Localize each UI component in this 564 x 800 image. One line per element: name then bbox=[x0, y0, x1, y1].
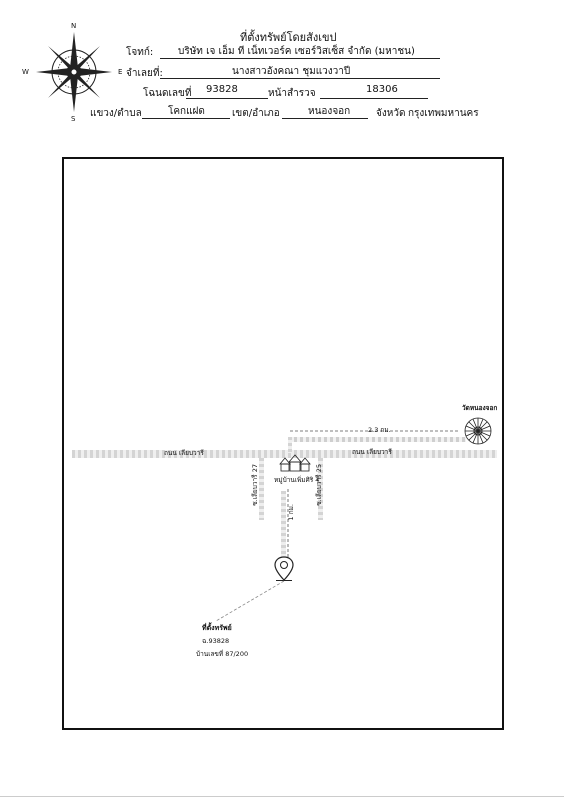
deed-underline bbox=[186, 98, 268, 99]
compass-rose: N S W E bbox=[22, 22, 123, 123]
survey-value: 18306 bbox=[366, 84, 398, 95]
district-label: เขต/อำเภอ bbox=[232, 108, 280, 119]
district-underline bbox=[282, 118, 368, 119]
soi-27-road bbox=[259, 458, 264, 520]
bottom-divider bbox=[0, 796, 564, 797]
map-frame: 2.3 กม. วัดหนองจอก ถนน เลียบวารี ถนน เลี… bbox=[62, 157, 504, 730]
temple-icon bbox=[464, 417, 492, 445]
temple-label: วัดหนองจอก bbox=[462, 404, 498, 412]
village-label: หมู่บ้านเพิ่มศิริ 4 bbox=[274, 476, 320, 484]
province-value: กรุงเทพมหานคร bbox=[408, 108, 479, 119]
customer-value: บริษัท เจ เอ็ม ที เน็ทเวอร์ค เซอร์วิสเซ็… bbox=[178, 46, 415, 57]
compass-n: N bbox=[71, 22, 77, 30]
survey-label: หน้าสำรวจ bbox=[268, 88, 316, 99]
soi-access-road bbox=[281, 491, 286, 571]
soi-25-road bbox=[318, 458, 323, 520]
deed-value: 93828 bbox=[206, 84, 238, 95]
location-pin-icon bbox=[274, 556, 294, 581]
debtor-label: จำเลยที่: bbox=[126, 68, 163, 79]
province-label: จังหวัด bbox=[376, 108, 406, 119]
property-label: ที่ตั้งทรัพย์ bbox=[202, 624, 232, 632]
compass-s: S bbox=[71, 115, 76, 123]
temple-road-connector bbox=[288, 437, 292, 453]
main-road bbox=[72, 450, 497, 458]
customer-label: โจทก์: bbox=[126, 47, 154, 58]
page-title: ที่ตั้งทรัพย์โดยสังเขป bbox=[240, 31, 337, 44]
debtor-underline bbox=[160, 78, 440, 79]
leader-line bbox=[215, 580, 285, 622]
district-value: หนองจอก bbox=[308, 106, 351, 117]
distance-temple-label: 2.3 กม. bbox=[368, 426, 391, 434]
subdistrict-label: แขวง/ตำบล bbox=[90, 108, 142, 119]
compass-w: W bbox=[22, 68, 29, 76]
soi-27-label: ซ.เลียบวารี 27 bbox=[251, 464, 259, 506]
deed-label: โฉนดเลขที่ bbox=[143, 88, 192, 99]
compass-rose-icon bbox=[36, 32, 112, 112]
road-label-right: ถนน เลียบวารี bbox=[352, 448, 392, 456]
customer-underline bbox=[160, 58, 440, 59]
subdistrict-value: โคกแฝด bbox=[168, 106, 205, 117]
distance-line-soi bbox=[287, 489, 289, 561]
compass-e: E bbox=[118, 68, 123, 76]
temple-road bbox=[288, 437, 466, 442]
survey-underline bbox=[320, 98, 428, 99]
property-house: บ้านเลขที่ 87/200 bbox=[196, 650, 249, 658]
property-deed: ฉ.93828 bbox=[202, 637, 230, 645]
distance-line-temple bbox=[290, 430, 460, 432]
village-icon bbox=[279, 454, 311, 472]
debtor-value: นางสาวอังคณา ชุมแวงวาปี bbox=[232, 66, 351, 77]
road-label-left: ถนน เลียบวารี bbox=[164, 449, 204, 457]
subdistrict-underline bbox=[142, 118, 230, 119]
